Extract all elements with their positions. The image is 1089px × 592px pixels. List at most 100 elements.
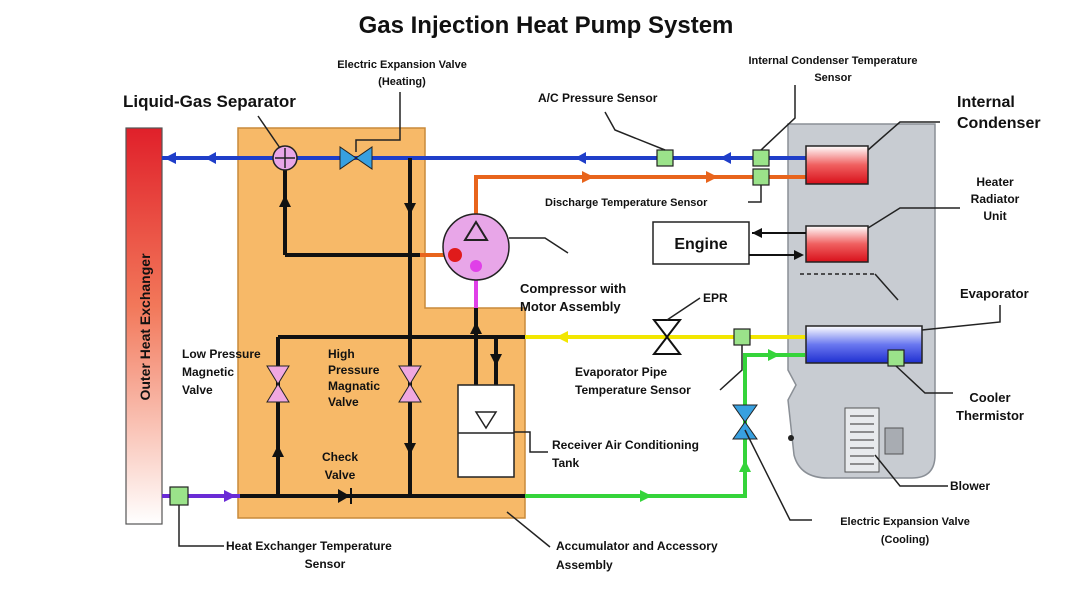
compressor-triangle: [463, 220, 489, 241]
eev-cooling-valve-top: [732, 404, 758, 423]
lpmv-label-3: Valve: [182, 383, 213, 397]
diagram-title: Gas Injection Heat Pump System: [359, 12, 734, 39]
compressor-leader: [509, 237, 569, 254]
black-arrow-down-3: [490, 354, 502, 366]
blower-leader: [874, 454, 948, 487]
evaporator-leader: [874, 273, 899, 301]
cooler-label-2: Thermistor: [956, 408, 1024, 423]
receiver-label-2: Tank: [552, 456, 579, 470]
heater-radiator-unit: [805, 225, 869, 263]
internal-condenser: [805, 145, 869, 185]
evap-pipe-label-2: Temperature Sensor: [575, 383, 691, 397]
evaporator-pipe-leader: [719, 345, 743, 391]
icts-label-2: Sensor: [814, 72, 852, 84]
green-arrow-2: [739, 460, 751, 472]
blue-arrow-2: [575, 152, 586, 164]
ac-pressure-sensor-label: A/C Pressure Sensor: [538, 91, 658, 105]
receiver-tank-triangle: [474, 411, 498, 430]
blower-label: Blower: [950, 479, 990, 493]
ac-pressure-sensor: [656, 149, 674, 167]
epr-valve-top: [651, 319, 683, 339]
purple-arrow: [224, 490, 236, 502]
accumulator-leader: [506, 511, 551, 548]
low-pressure-valve-bottom: [266, 383, 290, 403]
internal-condenser-label-1: Internal: [957, 94, 1015, 111]
check-valve: [338, 489, 350, 503]
epr-leader: [666, 297, 701, 321]
receiver-leader: [514, 431, 548, 453]
accumulator-label-2: Assembly: [556, 558, 613, 572]
accumulator-label-1: Accumulator and Accessory: [556, 539, 718, 553]
engine-box: [652, 221, 750, 265]
eev-cooling-label-2: (Cooling): [881, 534, 930, 546]
evaporator-pipe-sensor: [733, 328, 751, 346]
heater-label-1: Heater: [976, 175, 1014, 189]
hvac-housing: [787, 123, 936, 479]
cooler-label-1: Cooler: [969, 390, 1010, 405]
receiver-tank: [457, 384, 515, 478]
blower-fins: [850, 415, 874, 465]
eev-cooling-label-1: Electric Expansion Valve: [840, 516, 970, 528]
black-arrow-up-3: [470, 322, 482, 334]
cooler-thermistor-leader: [895, 365, 953, 394]
compressor: [442, 213, 510, 281]
compressor-discharge-port: [448, 248, 462, 262]
outer-heat-exchanger: [125, 127, 163, 525]
blue-arrow-1: [205, 152, 216, 164]
receiver-label-1: Receiver Air Conditioning: [552, 438, 699, 452]
accumulator-assembly-box: [237, 127, 526, 519]
internal-condenser-leader: [867, 121, 940, 151]
eev-heating-valve-right: [355, 146, 373, 170]
blower-motor: [884, 427, 904, 455]
eev-heating-valve: [339, 146, 357, 170]
green-arrow-3: [768, 349, 780, 361]
orange-arrow-2: [706, 171, 718, 183]
lpmv-label-2: Magnetic: [182, 365, 234, 379]
epr-valve-bottom: [651, 335, 683, 355]
eev-heating-leader: [355, 92, 401, 152]
eev-heating-label-1: Electric Expansion Valve: [337, 59, 467, 71]
eev-cooling-leader: [744, 429, 812, 521]
black-arrow-up-2: [272, 445, 284, 457]
heat-exchanger-temp-leader: [178, 505, 224, 547]
yellow-arrow: [556, 331, 568, 343]
compressor-label-1: Compressor with: [520, 281, 626, 296]
evap-pipe-label-1: Evaporator Pipe: [575, 365, 667, 379]
blue-arrow-left: [164, 152, 176, 164]
engine-arrow-head: [752, 228, 762, 238]
compressor-label-2: Motor Assembly: [520, 299, 621, 314]
heat-exchanger-temp-sensor: [169, 486, 189, 506]
hpmv-label-4: Valve: [328, 395, 359, 409]
high-pressure-valve-bottom: [398, 383, 422, 403]
condenser-temp-leader: [760, 85, 796, 151]
separator-leader: [257, 115, 281, 149]
low-pressure-valve-top: [266, 365, 290, 385]
drain-port: [788, 435, 794, 441]
eev-heating-label-2: (Heating): [378, 76, 426, 88]
outer-heat-exchanger-label: Outer Heat Exchanger: [137, 253, 153, 401]
hpmv-label-2: Pressure: [328, 363, 380, 377]
icts-label-1: Internal Condenser Temperature: [748, 55, 917, 67]
high-pressure-valve-top: [398, 365, 422, 385]
hets-label-1: Heat Exchanger Temperature: [226, 539, 392, 553]
heater-label-3: Unit: [983, 209, 1006, 223]
compressor-suction-port: [470, 260, 482, 272]
black-arrow-up-1: [279, 195, 291, 207]
condenser-temp-sensor: [752, 149, 770, 167]
black-arrow-down-2: [404, 443, 416, 455]
discharge-temp-sensor: [752, 168, 770, 186]
ac-pressure-leader: [604, 111, 666, 151]
liquid-gas-separator-label: Liquid-Gas Separator: [123, 92, 296, 111]
evaporator-label: Evaporator: [960, 286, 1029, 301]
check-valve-label-1: Check: [322, 450, 358, 464]
cooler-thermistor: [887, 349, 905, 367]
hets-label-2: Sensor: [305, 557, 346, 571]
blue-arrow-3: [720, 152, 731, 164]
discharge-temp-sensor-label: Discharge Temperature Sensor: [545, 197, 708, 209]
heater-radiator-leader: [867, 207, 960, 229]
check-valve-label-2: Valve: [325, 468, 356, 482]
heater-label-2: Radiator: [971, 192, 1020, 206]
evaporator-leader-2: [921, 305, 1001, 331]
black-arrow-down-1: [404, 203, 416, 215]
